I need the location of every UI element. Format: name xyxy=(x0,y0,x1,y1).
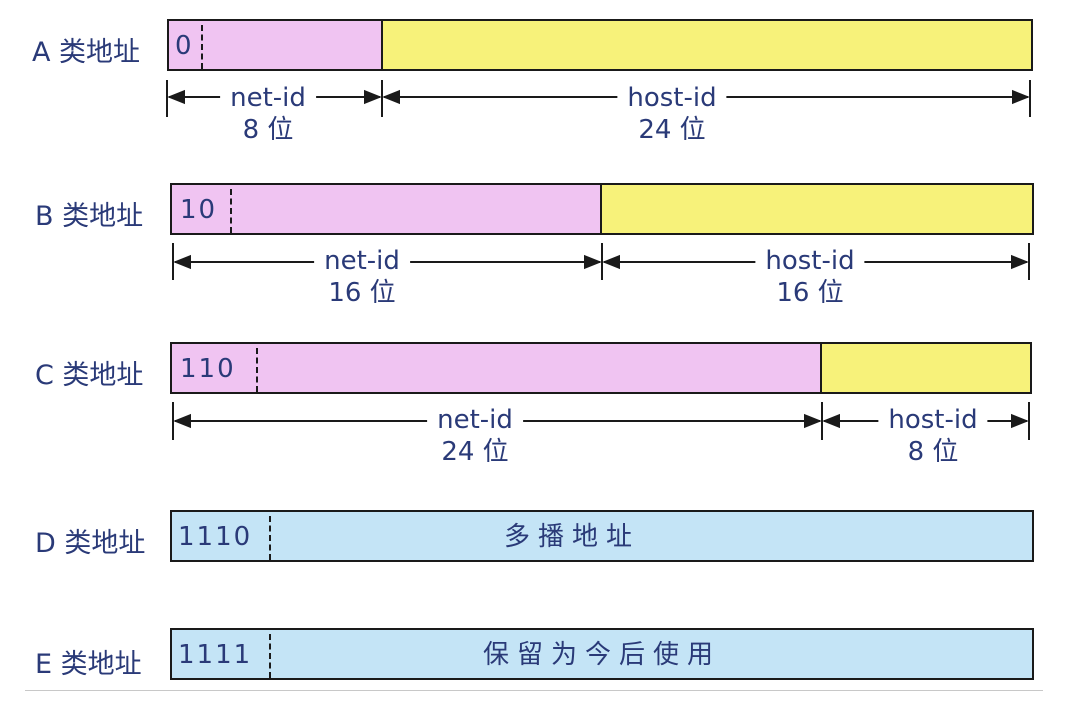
class-b-net-segment: 10 xyxy=(170,183,602,235)
class-c-host-bits: 8 位 xyxy=(907,437,959,467)
class-a-net-label: net-id 8 位 xyxy=(220,82,316,146)
class-c-host-segment xyxy=(822,342,1032,394)
class-a-host-name: host-id xyxy=(627,83,717,113)
class-a-prefix: 0 xyxy=(175,31,194,61)
class-a-host-segment xyxy=(383,19,1033,71)
class-c-prefix-divider xyxy=(256,348,258,392)
class-a-bar: 0 xyxy=(167,19,1033,71)
class-c-net-label: net-id 24 位 xyxy=(427,404,523,468)
class-a-prefix-divider xyxy=(201,25,203,69)
class-e-prefix-divider xyxy=(269,634,271,678)
bottom-divider xyxy=(25,690,1043,691)
class-e-segment: 1111 保留为今后使用 xyxy=(170,628,1034,680)
class-a-host-label: host-id 24 位 xyxy=(617,82,727,146)
class-c-net-name: net-id xyxy=(437,405,513,435)
class-b-host-label: host-id 16 位 xyxy=(755,245,865,309)
class-b-label: B 类地址 xyxy=(35,201,144,232)
class-b-host-bits: 16 位 xyxy=(776,278,844,308)
class-d-prefix-divider xyxy=(269,516,271,560)
class-b-bar: 10 xyxy=(170,183,1034,235)
class-a-net-name: net-id xyxy=(230,83,306,113)
class-d-segment: 1110 多播地址 xyxy=(170,510,1034,562)
class-e-bar: 1111 保留为今后使用 xyxy=(170,628,1034,680)
class-b-host-segment xyxy=(602,183,1034,235)
class-c-net-bits: 24 位 xyxy=(441,437,509,467)
class-e-prefix: 1111 xyxy=(178,640,253,670)
class-c-bar: 110 xyxy=(170,342,1032,394)
class-a-net-segment: 0 xyxy=(167,19,383,71)
class-b-host-name: host-id xyxy=(765,246,855,276)
class-c-label: C 类地址 xyxy=(35,360,144,391)
class-a-net-bits: 8 位 xyxy=(242,115,294,145)
class-b-net-bits: 16 位 xyxy=(328,278,396,308)
class-d-label: D 类地址 xyxy=(35,528,146,559)
class-e-reserved-text: 保留为今后使用 xyxy=(482,640,721,670)
class-a-host-bits: 24 位 xyxy=(638,115,706,145)
class-d-prefix: 1110 xyxy=(178,522,253,552)
class-e-label: E 类地址 xyxy=(35,649,142,680)
class-b-prefix-divider xyxy=(230,189,232,233)
class-b-prefix: 10 xyxy=(180,195,218,225)
class-c-net-segment: 110 xyxy=(170,342,822,394)
class-b-net-name: net-id xyxy=(324,246,400,276)
class-c-host-name: host-id xyxy=(888,405,978,435)
class-c-prefix: 110 xyxy=(180,354,236,384)
class-a-label: A 类地址 xyxy=(32,37,141,68)
class-d-multicast-text: 多播地址 xyxy=(503,522,640,552)
class-d-bar: 1110 多播地址 xyxy=(170,510,1034,562)
class-b-net-label: net-id 16 位 xyxy=(314,245,410,309)
class-c-host-label: host-id 8 位 xyxy=(878,404,988,468)
